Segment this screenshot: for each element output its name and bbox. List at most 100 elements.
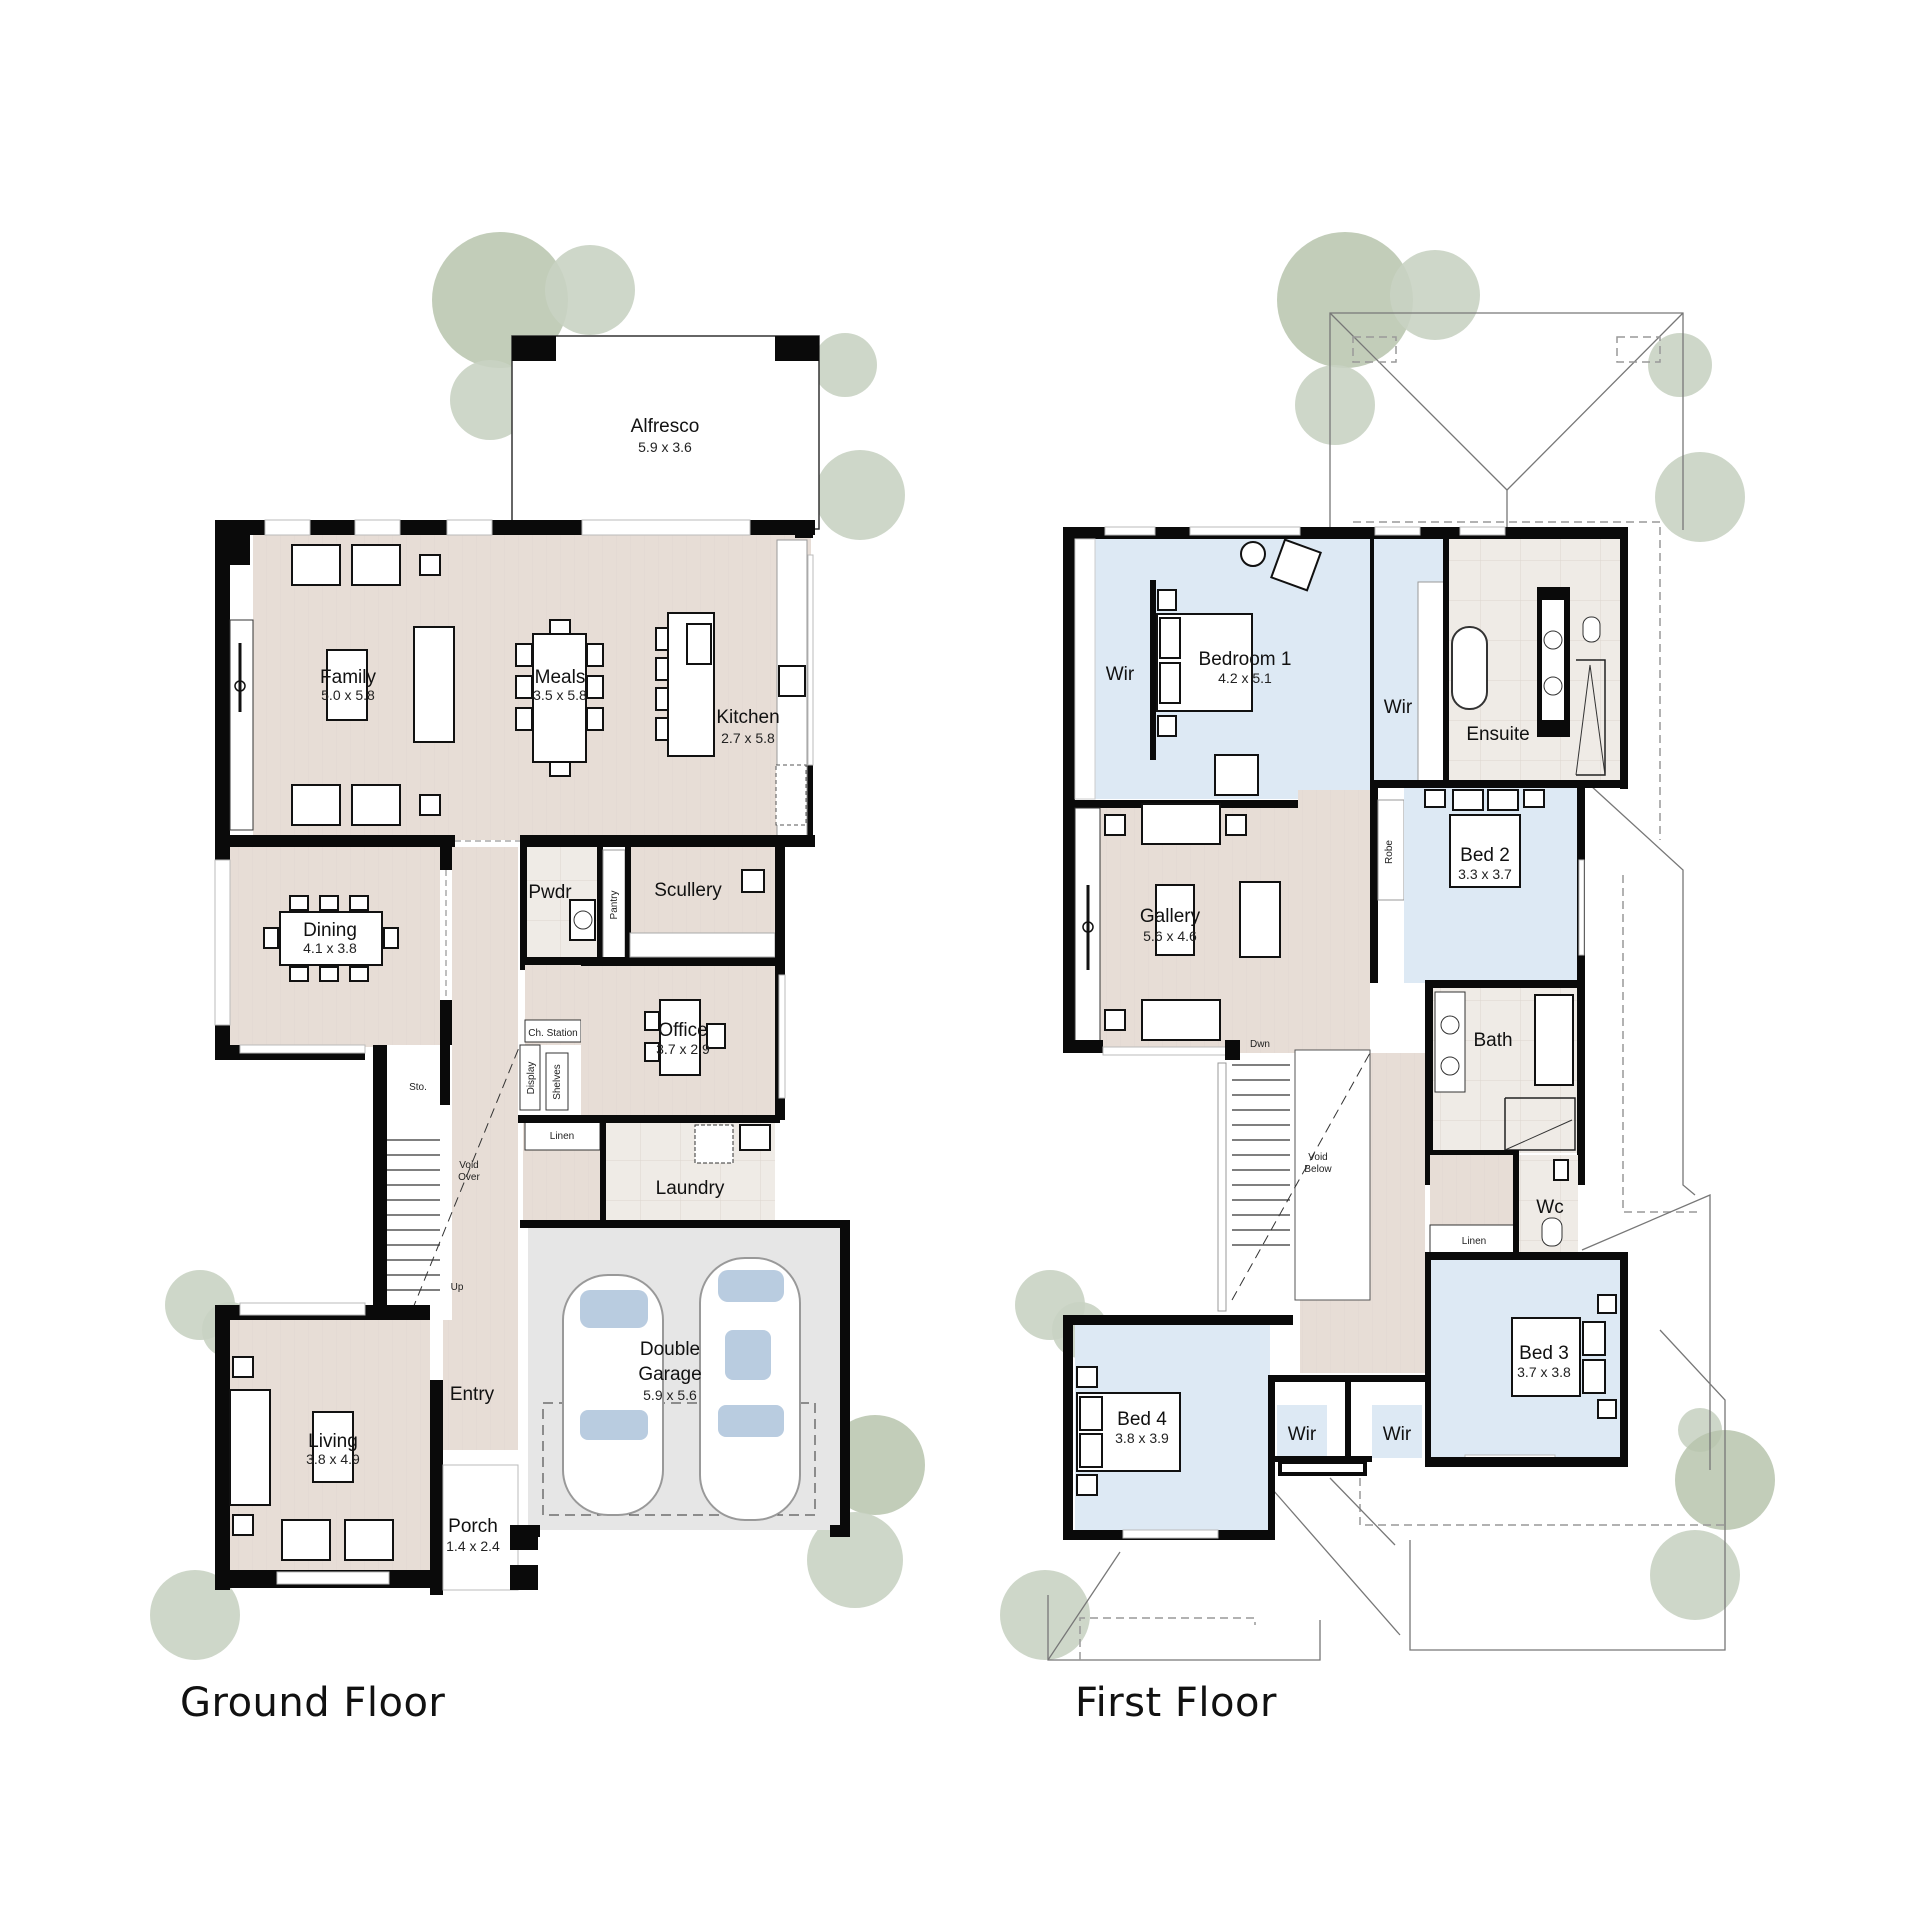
svg-text:Double: Double <box>640 1339 700 1360</box>
svg-text:3.7 x 2.9: 3.7 x 2.9 <box>656 1041 710 1057</box>
svg-text:Gallery: Gallery <box>1140 906 1201 927</box>
svg-text:2.7 x 5.8: 2.7 x 5.8 <box>721 730 775 746</box>
room-wir-bed-3[interactable]: Wir <box>1350 1380 1425 1458</box>
svg-text:Family: Family <box>320 667 376 688</box>
svg-text:Wc: Wc <box>1536 1197 1563 1218</box>
svg-text:Dining: Dining <box>303 920 357 941</box>
tree-icon <box>545 245 635 335</box>
svg-text:Shelves: Shelves <box>552 1064 563 1100</box>
room-family-meals-kitchen[interactable]: Family 5.0 x 5.8 Meals 3.5 x 5.8 Kitchen… <box>215 519 815 845</box>
svg-text:Pwdr: Pwdr <box>528 882 572 903</box>
ground-floor-plan: Alfresco 5.9 x 3.6 <box>214 335 850 1595</box>
svg-text:3.8 x 3.9: 3.8 x 3.9 <box>1115 1430 1169 1446</box>
svg-text:4.1 x 3.8: 4.1 x 3.8 <box>303 940 357 956</box>
tree-icon <box>432 232 568 368</box>
svg-text:Pantry: Pantry <box>609 891 620 920</box>
svg-text:3.3 x 3.7: 3.3 x 3.7 <box>1458 866 1512 882</box>
room-wc[interactable]: Wc <box>1513 1150 1578 1255</box>
svg-text:Dwn: Dwn <box>1250 1039 1270 1050</box>
svg-text:Linen: Linen <box>550 1131 574 1142</box>
tree-icon <box>1655 452 1745 542</box>
hallway <box>452 847 518 1347</box>
svg-text:Bed 2: Bed 2 <box>1460 845 1510 866</box>
svg-text:3.5 x 5.8: 3.5 x 5.8 <box>533 687 587 703</box>
svg-text:Void: Void <box>1308 1152 1327 1163</box>
tree-icon <box>813 333 877 397</box>
svg-text:5.9 x 5.6: 5.9 x 5.6 <box>643 1387 697 1403</box>
svg-text:Wir: Wir <box>1384 697 1413 718</box>
room-bedroom-1[interactable]: Bedroom 1 4.2 x 5.1 <box>1145 538 1375 799</box>
first-floor-title: First Floor <box>1075 1680 1277 1726</box>
tree-icon <box>1000 1570 1090 1660</box>
room-pantry[interactable]: Pantry <box>602 849 626 961</box>
svg-text:4.2 x 5.1: 4.2 x 5.1 <box>1218 670 1272 686</box>
svg-text:Sto.: Sto. <box>409 1082 427 1093</box>
room-gallery[interactable]: Gallery 5.6 x 4.6 Dwn <box>1074 790 1370 1053</box>
svg-text:Office: Office <box>658 1020 707 1041</box>
room-bed-3[interactable]: Bed 3 3.7 x 3.8 <box>1425 1252 1628 1467</box>
room-robe[interactable]: Robe <box>1370 788 1405 983</box>
room-dining[interactable]: Dining 4.1 x 3.8 <box>214 840 452 1060</box>
svg-text:Void: Void <box>459 1160 478 1171</box>
svg-text:Over: Over <box>458 1172 480 1183</box>
svg-text:Bath: Bath <box>1473 1030 1512 1051</box>
svg-text:Bedroom 1: Bedroom 1 <box>1199 649 1292 670</box>
room-pwdr[interactable]: Pwdr <box>520 840 603 970</box>
svg-text:Wir: Wir <box>1383 1424 1412 1445</box>
svg-text:Wir: Wir <box>1288 1424 1317 1445</box>
tree-icon <box>1650 1530 1740 1620</box>
svg-text:Linen: Linen <box>1462 1236 1486 1247</box>
tree-icon <box>1648 333 1712 397</box>
tree-icon <box>815 450 905 540</box>
tree-icon <box>450 360 530 440</box>
room-double-garage[interactable]: Double Garage 5.9 x 5.6 <box>520 1220 850 1537</box>
room-alfresco[interactable]: Alfresco 5.9 x 3.6 <box>511 335 820 530</box>
svg-text:Living: Living <box>308 1431 358 1452</box>
svg-text:Below: Below <box>1304 1164 1332 1175</box>
svg-text:Alfresco: Alfresco <box>631 416 700 437</box>
svg-text:Bed 4: Bed 4 <box>1117 1409 1167 1430</box>
svg-text:Laundry: Laundry <box>656 1178 725 1199</box>
svg-text:5.9 x 3.6: 5.9 x 3.6 <box>638 439 692 455</box>
roof-outline <box>1047 312 1726 1661</box>
tree-icon <box>150 1570 240 1660</box>
svg-text:5.6 x 4.6: 5.6 x 4.6 <box>1143 928 1197 944</box>
svg-text:Bed 3: Bed 3 <box>1519 1343 1569 1364</box>
svg-text:3.7 x 3.8: 3.7 x 3.8 <box>1517 1364 1571 1380</box>
room-entry[interactable]: Entry <box>443 1320 518 1450</box>
svg-text:Wir: Wir <box>1106 664 1135 685</box>
room-bed-2[interactable]: Bed 2 3.3 x 3.7 <box>1404 788 1582 983</box>
svg-text:Up: Up <box>451 1282 464 1293</box>
svg-text:Entry: Entry <box>450 1384 495 1405</box>
svg-text:1.4 x 2.4: 1.4 x 2.4 <box>446 1538 500 1554</box>
room-bath[interactable]: Bath <box>1425 985 1577 1185</box>
first-floor-plan: Wir Bedroom 1 4.2 x 5.1 Wir <box>1047 312 1726 1661</box>
room-ensuite[interactable]: Ensuite <box>1449 539 1625 784</box>
ground-floor-title: Ground Floor <box>180 1680 446 1726</box>
svg-text:Kitchen: Kitchen <box>716 707 779 728</box>
ch-station-area[interactable]: Ch. Station Display Shelves <box>519 965 582 1111</box>
stairs-ground[interactable]: Sto. Void Over Up <box>373 1044 521 1345</box>
room-laundry[interactable]: Laundry <box>600 1123 775 1223</box>
room-porch[interactable]: Porch 1.4 x 2.4 <box>442 1464 538 1591</box>
svg-text:3.8 x 4.9: 3.8 x 4.9 <box>306 1451 360 1467</box>
room-wir-bedroom-1[interactable]: Wir <box>1374 539 1446 784</box>
tree-icon <box>1277 232 1413 368</box>
tree-icon <box>1295 365 1375 445</box>
svg-text:Ch. Station: Ch. Station <box>528 1028 577 1039</box>
room-wir-bed-4[interactable]: Wir <box>1275 1380 1347 1458</box>
room-office[interactable]: Office 3.7 x 2.9 <box>581 960 786 1120</box>
svg-text:Garage: Garage <box>638 1364 701 1385</box>
svg-text:Porch: Porch <box>448 1516 498 1537</box>
room-living[interactable]: Living 3.8 x 4.9 <box>215 1302 430 1590</box>
tree-icon <box>1390 250 1480 340</box>
room-bed-4[interactable]: Bed 4 3.8 x 3.9 <box>1063 1315 1293 1540</box>
room-linen-first[interactable]: Linen <box>1429 1155 1519 1256</box>
svg-text:Scullery: Scullery <box>654 880 722 901</box>
svg-text:5.0 x 5.8: 5.0 x 5.8 <box>321 687 375 703</box>
room-linen[interactable]: Linen <box>518 1115 780 1225</box>
car-icon <box>562 1274 664 1516</box>
stairs-first[interactable]: Void Below <box>1217 1049 1371 1312</box>
room-wir-left[interactable]: Wir <box>1063 527 1145 1047</box>
